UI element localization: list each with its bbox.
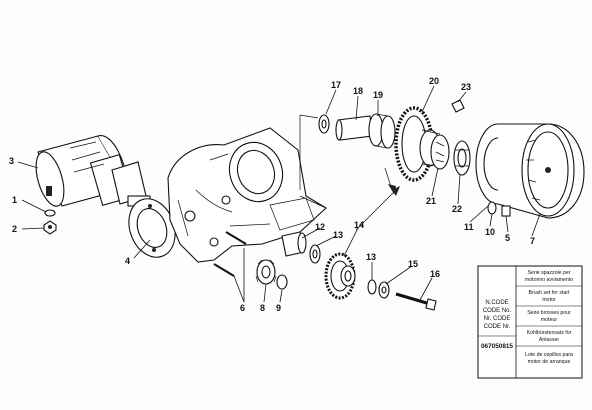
callout-22: 22 [452, 204, 462, 214]
callout-20: 20 [429, 76, 439, 86]
callout-23: 23 [461, 82, 471, 92]
callout-17: 17 [331, 80, 341, 90]
desc-it-line2: motorino avviamento [525, 277, 573, 283]
callout-3: 3 [9, 156, 14, 166]
callout-15: 15 [408, 259, 418, 269]
callout-21: 21 [426, 196, 436, 206]
gear-8 [255, 259, 277, 285]
callout-19: 19 [373, 90, 383, 100]
bearing-19 [368, 113, 396, 149]
desc-es-line2: motor de arranque [528, 359, 571, 365]
desc-it-line1: Serie spazzole per [528, 270, 571, 276]
washer-10 [487, 201, 497, 215]
callout-7: 7 [530, 236, 535, 246]
callout-4: 4 [125, 256, 130, 266]
desc-de-line1: Kohlbürstensatz für [527, 330, 572, 336]
code-header-fr: Nr. CODE [484, 316, 511, 322]
washer-13-right [367, 279, 377, 295]
callout-labels: 1 2 3 4 5 6 7 8 9 10 11 12 13 13 14 15 1… [9, 76, 535, 313]
freewheel-21 [430, 134, 450, 170]
desc-es-line1: Lote de cepillos para [525, 352, 573, 358]
gasket-4 [128, 198, 176, 258]
leader-lines [17, 85, 541, 303]
washer-13-left [309, 244, 321, 264]
nut-2 [43, 220, 57, 235]
flywheel-rotor-7 [475, 123, 585, 219]
callout-10: 10 [485, 227, 495, 237]
part-code-value: 067050815 [481, 343, 513, 350]
part-code-table: N.CODE CODE No. Nr. CODE CODE Nr. 067050… [477, 265, 583, 379]
callout-8: 8 [260, 303, 265, 313]
desc-fr-line1: Serie brosses pour [527, 310, 571, 316]
callout-1: 1 [12, 195, 17, 205]
washer-15 [378, 281, 390, 299]
callout-18: 18 [353, 86, 363, 96]
callout-12: 12 [315, 222, 325, 232]
bolt-23 [451, 99, 465, 113]
callout-13-right: 13 [366, 252, 376, 262]
code-header-it: N.CODE [485, 300, 508, 306]
callout-11: 11 [464, 222, 474, 232]
assembly-arrows [299, 114, 400, 231]
code-header-en: CODE No. [483, 308, 512, 314]
desc-en-line1: Brush set for start [529, 290, 570, 296]
shaft-12 [281, 231, 307, 257]
crankcase [167, 127, 327, 263]
callout-2: 2 [12, 224, 17, 234]
callout-5: 5 [505, 233, 510, 243]
callout-6: 6 [240, 303, 245, 313]
circlip-9 [276, 274, 288, 290]
starter-motor [35, 135, 151, 207]
callout-16: 16 [430, 269, 440, 279]
washer-1 [44, 186, 56, 217]
callout-9: 9 [276, 303, 281, 313]
desc-de-line2: Anlasser [539, 337, 559, 343]
key-5 [501, 205, 511, 217]
bearing-22 [453, 140, 471, 176]
callout-14: 14 [354, 220, 364, 230]
bolt-16 [395, 292, 437, 311]
idler-gear-14 [324, 252, 356, 300]
washer-17 [318, 114, 330, 134]
bolts-6 [213, 231, 247, 277]
desc-fr-line2: moteur [541, 317, 557, 323]
shaft-18 [335, 115, 373, 141]
desc-en-line2: motor [542, 297, 556, 303]
code-header-de: CODE Nr. [484, 324, 511, 330]
callout-13-left: 13 [333, 230, 343, 240]
